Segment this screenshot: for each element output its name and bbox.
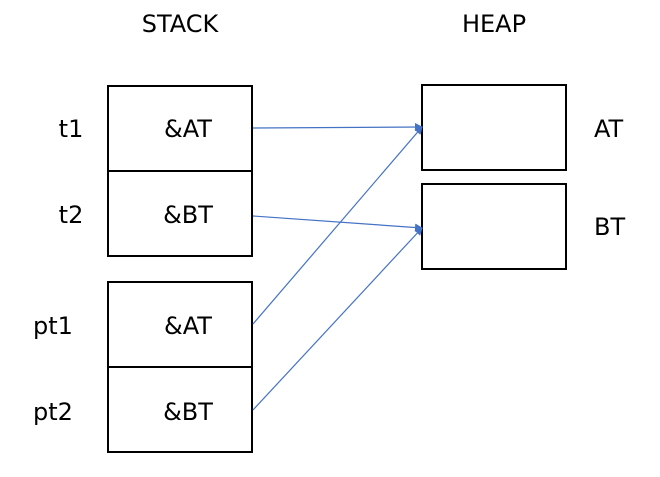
arrow-pt1-to-at xyxy=(252,126,423,325)
var-name-pt1: pt1 xyxy=(33,312,73,340)
stack-heading: STACK xyxy=(142,10,220,38)
heap-label-bt: BT xyxy=(594,213,625,241)
var-name-t1: t1 xyxy=(59,115,84,143)
arrow-t2-to-bt xyxy=(252,215,423,232)
var-name-t2: t2 xyxy=(59,201,84,229)
stack-value-t1: &AT xyxy=(164,115,212,143)
heap-label-at: AT xyxy=(594,115,624,143)
heap-heading: HEAP xyxy=(462,10,526,38)
stack-cell-t1 xyxy=(107,85,253,172)
stack-value-pt2: &BT xyxy=(163,398,213,426)
arrow-t1-to-at xyxy=(252,123,423,132)
stack-cell-pt1 xyxy=(107,281,253,368)
stack-value-t2: &BT xyxy=(163,201,213,229)
arrow-pt2-to-bt xyxy=(252,227,423,411)
stack-cell-pt2 xyxy=(107,366,253,453)
heap-box-bt xyxy=(421,183,567,270)
heap-box-at xyxy=(421,84,567,171)
stack-cell-t2 xyxy=(107,170,253,257)
var-name-pt2: pt2 xyxy=(33,398,73,426)
stack-value-pt1: &AT xyxy=(164,312,212,340)
